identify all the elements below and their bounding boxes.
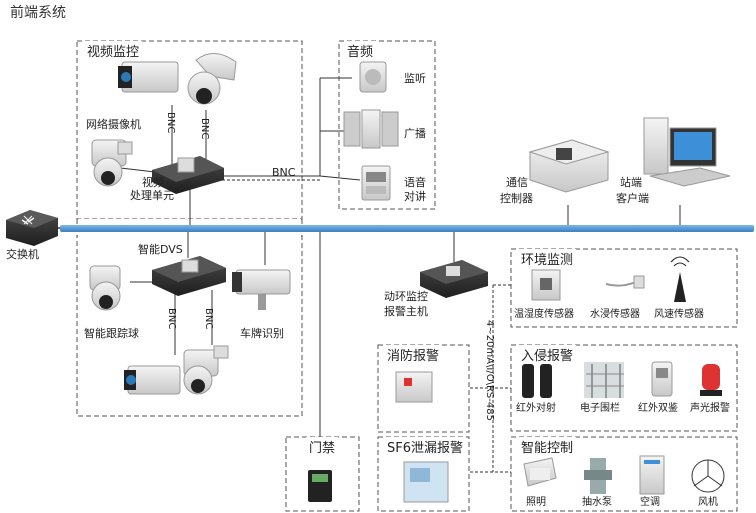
group-video-title: 视频监控 bbox=[84, 41, 143, 60]
client-pc-icon bbox=[643, 117, 731, 187]
box-camera-icon bbox=[118, 61, 179, 93]
group-access-title: 门禁 bbox=[306, 437, 339, 456]
broadcast-label: 广播 bbox=[404, 127, 426, 140]
ir-dual-label: 红外双鉴 bbox=[638, 403, 678, 414]
temp-sensor-label: 温湿度传感器 bbox=[514, 309, 574, 320]
connection-lines bbox=[119, 77, 681, 437]
pump-icon bbox=[584, 458, 612, 494]
sound-light-alarm-icon bbox=[700, 364, 722, 396]
group-smart-title: 智能控制 bbox=[518, 437, 577, 456]
client-label-1: 站端 bbox=[620, 176, 642, 189]
box-audio bbox=[338, 40, 436, 210]
temp-humidity-sensor-icon bbox=[531, 269, 561, 301]
smart-dvs-label: 智能DVS bbox=[138, 243, 183, 256]
env-host-icon bbox=[420, 260, 488, 298]
intercom-label-2: 对讲 bbox=[404, 190, 426, 203]
group-audio-title: 音频 bbox=[344, 41, 377, 60]
box-fire bbox=[377, 344, 470, 433]
network-bus bbox=[60, 225, 754, 232]
video-unit-icon bbox=[152, 156, 224, 194]
client-label-2: 客户端 bbox=[616, 192, 649, 205]
group-sf6-title: SF6泄漏报警 bbox=[384, 437, 467, 456]
plate-camera-icon bbox=[232, 269, 291, 310]
env-host-label-1: 动环监控 bbox=[384, 290, 428, 303]
ir-dual-icon bbox=[651, 361, 673, 397]
monitor-label: 监听 bbox=[404, 72, 426, 85]
dome-camera-icon bbox=[187, 53, 237, 105]
air-conditioner-icon bbox=[639, 455, 665, 495]
sound-light-label: 声光报警 bbox=[690, 403, 730, 414]
group-fire-title: 消防报警 bbox=[384, 345, 443, 364]
bnc-link-4: BNC bbox=[203, 308, 214, 330]
lighting-icon bbox=[523, 457, 557, 487]
intercom-label-1: 语音 bbox=[404, 176, 426, 189]
network-camera-label: 网络摄像机 bbox=[86, 118, 141, 131]
ir-beam-label: 红外对射 bbox=[516, 403, 556, 414]
env-host-label-2: 报警主机 bbox=[384, 305, 428, 318]
wind-sensor-icon bbox=[670, 256, 690, 302]
tracking-dome-icon bbox=[89, 265, 121, 311]
page-title: 前端系统 bbox=[10, 5, 66, 21]
dashed-links bbox=[222, 179, 511, 473]
group-env-title: 环境监测 bbox=[518, 249, 577, 268]
water-sensor-label: 水浸传感器 bbox=[590, 309, 640, 320]
comm-ctrl-label-2: 控制器 bbox=[500, 192, 533, 205]
plate-recognition-label: 车牌识别 bbox=[240, 327, 284, 340]
electric-fence-label: 电子围栏 bbox=[580, 403, 620, 414]
comm-ctrl-label-1: 通信 bbox=[506, 176, 528, 189]
pump-label: 抽水泵 bbox=[582, 497, 612, 508]
box-sf6 bbox=[377, 436, 470, 512]
fan-label: 风机 bbox=[698, 497, 718, 508]
smart-dvs-icon bbox=[152, 256, 226, 296]
water-sensor-icon bbox=[605, 275, 645, 289]
electric-fence-icon bbox=[584, 362, 624, 398]
access-control-icon bbox=[308, 470, 332, 502]
fan-icon bbox=[691, 459, 725, 493]
video-unit-label-1: 视频 bbox=[142, 176, 164, 189]
switch-icon bbox=[6, 210, 58, 246]
box-smart bbox=[510, 436, 738, 512]
bnc-audio-link: BNC bbox=[272, 166, 296, 179]
tracking-ball-label: 智能跟踪球 bbox=[84, 327, 139, 340]
network-camera-icon bbox=[91, 139, 133, 187]
speaker-monitor-icon bbox=[359, 61, 387, 93]
box-camera-bottom-icon bbox=[124, 365, 181, 395]
group-intrusion-title: 入侵报警 bbox=[518, 345, 577, 364]
aircon-label: 空调 bbox=[640, 497, 660, 508]
comm-controller-icon bbox=[528, 139, 610, 193]
switch-label: 交换机 bbox=[6, 248, 39, 261]
bnc-link-1: BNC bbox=[165, 112, 176, 134]
box-env bbox=[510, 248, 738, 328]
bnc-link-2: BNC bbox=[199, 118, 210, 140]
wind-sensor-label: 风速传感器 bbox=[654, 309, 704, 320]
broadcast-speaker-icon bbox=[343, 109, 399, 149]
ir-beam-icon bbox=[522, 364, 552, 398]
dome-camera-bottom-icon bbox=[183, 345, 229, 395]
intercom-icon bbox=[361, 165, 391, 201]
fire-alarm-icon bbox=[395, 371, 433, 403]
lighting-label: 照明 bbox=[526, 497, 546, 508]
bnc-link-3: BNC bbox=[166, 308, 177, 330]
rs485-link: 4~20mA\I/O\RS-485 bbox=[484, 320, 495, 421]
video-unit-label-2: 处理单元 bbox=[130, 189, 174, 202]
sf6-alarm-icon bbox=[403, 461, 449, 503]
